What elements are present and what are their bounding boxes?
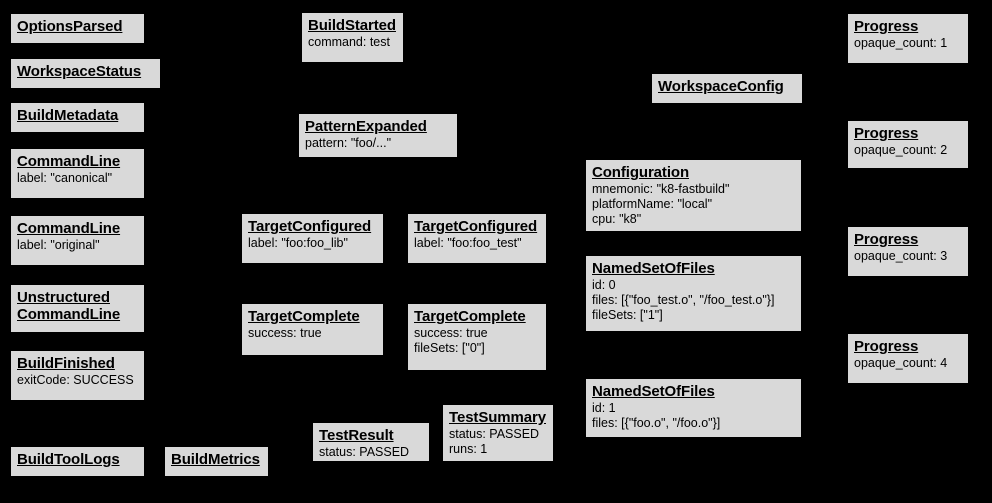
node-field: cpu: "k8" — [592, 212, 642, 226]
node-title: CommandLine — [17, 153, 121, 170]
node-field: success: true — [248, 326, 322, 340]
node-field: success: true — [414, 326, 488, 340]
node-title: NamedSetOfFiles — [592, 383, 715, 400]
node-title: TargetComplete — [248, 308, 360, 325]
node-title: Progress — [854, 231, 919, 248]
node-field: files: [{"foo_test.o", "/foo_test.o"}] — [592, 293, 775, 307]
node-field: id: 0 — [592, 278, 616, 292]
node-build-metadata[interactable]: BuildMetadata — [10, 102, 145, 133]
node-title: BuildToolLogs — [17, 451, 120, 468]
node-field: status: PASSED — [449, 427, 540, 441]
node-field: opaque_count: 4 — [854, 356, 948, 370]
node-title: BuildStarted — [308, 17, 396, 34]
node-field: files: [{"foo.o", "/foo.o"}] — [592, 416, 721, 430]
node-title: BuildMetrics — [171, 451, 260, 468]
node-field: label: "original" — [17, 238, 100, 252]
node-title: TestResult — [319, 427, 394, 444]
node-fields: opaque_count: 3 — [854, 249, 962, 264]
node-field: command: test — [308, 35, 390, 49]
node-title: PatternExpanded — [305, 118, 427, 135]
node-title: Unstructured CommandLine — [17, 289, 121, 323]
node-title: TestSummary — [449, 409, 546, 426]
node-workspace-config[interactable]: WorkspaceConfig — [651, 73, 803, 104]
node-fields: mnemonic: "k8-fastbuild"platformName: "l… — [592, 182, 795, 227]
node-field: fileSets: ["0"] — [414, 341, 485, 355]
node-build-metrics[interactable]: BuildMetrics — [164, 446, 269, 477]
node-fields: opaque_count: 1 — [854, 36, 962, 51]
node-title: BuildMetadata — [17, 107, 119, 124]
node-field: exitCode: SUCCESS — [17, 373, 134, 387]
node-fields: status: PASSED — [319, 445, 423, 460]
node-title: CommandLine — [17, 220, 121, 237]
node-title: TargetComplete — [414, 308, 526, 325]
node-title: Progress — [854, 18, 919, 35]
node-title: Progress — [854, 125, 919, 142]
node-title: BuildFinished — [17, 355, 115, 372]
node-field: pattern: "foo/..." — [305, 136, 392, 150]
node-fields: label: "foo:foo_lib" — [248, 236, 377, 251]
node-title: Progress — [854, 338, 919, 355]
node-field: label: "canonical" — [17, 171, 113, 185]
node-fields: opaque_count: 2 — [854, 143, 962, 158]
node-field: platformName: "local" — [592, 197, 713, 211]
node-field: opaque_count: 3 — [854, 249, 948, 263]
node-field: opaque_count: 1 — [854, 36, 948, 50]
node-build-tool-logs[interactable]: BuildToolLogs — [10, 446, 145, 477]
node-title: WorkspaceStatus — [17, 63, 142, 80]
node-fields: label: "foo:foo_test" — [414, 236, 540, 251]
node-field: fileSets: ["1"] — [592, 308, 663, 322]
node-fields: exitCode: SUCCESS — [17, 373, 138, 388]
node-title: Configuration — [592, 164, 690, 181]
node-fields: opaque_count: 4 — [854, 356, 962, 371]
node-field: status: PASSED — [319, 445, 410, 459]
node-field: opaque_count: 2 — [854, 143, 948, 157]
node-workspace-status[interactable]: WorkspaceStatus — [10, 58, 161, 89]
node-field: runs: 1 — [449, 442, 488, 456]
node-title: OptionsParsed — [17, 18, 123, 35]
node-field: label: "foo:foo_lib" — [248, 236, 348, 250]
node-title: TargetConfigured — [248, 218, 372, 235]
node-fields: label: "original" — [17, 238, 138, 253]
node-unstructured-command-line[interactable]: Unstructured CommandLine — [10, 284, 145, 333]
node-field: label: "foo:foo_test" — [414, 236, 522, 250]
node-title: NamedSetOfFiles — [592, 260, 715, 277]
node-fields: pattern: "foo/..." — [305, 136, 451, 151]
node-fields: success: true — [248, 326, 377, 341]
node-fields: label: "canonical" — [17, 171, 138, 186]
node-options-parsed[interactable]: OptionsParsed — [10, 13, 145, 44]
node-field: id: 1 — [592, 401, 616, 415]
node-title: WorkspaceConfig — [658, 78, 784, 95]
node-title: TargetConfigured — [414, 218, 538, 235]
node-field: mnemonic: "k8-fastbuild" — [592, 182, 730, 196]
node-fields: command: test — [308, 35, 397, 50]
